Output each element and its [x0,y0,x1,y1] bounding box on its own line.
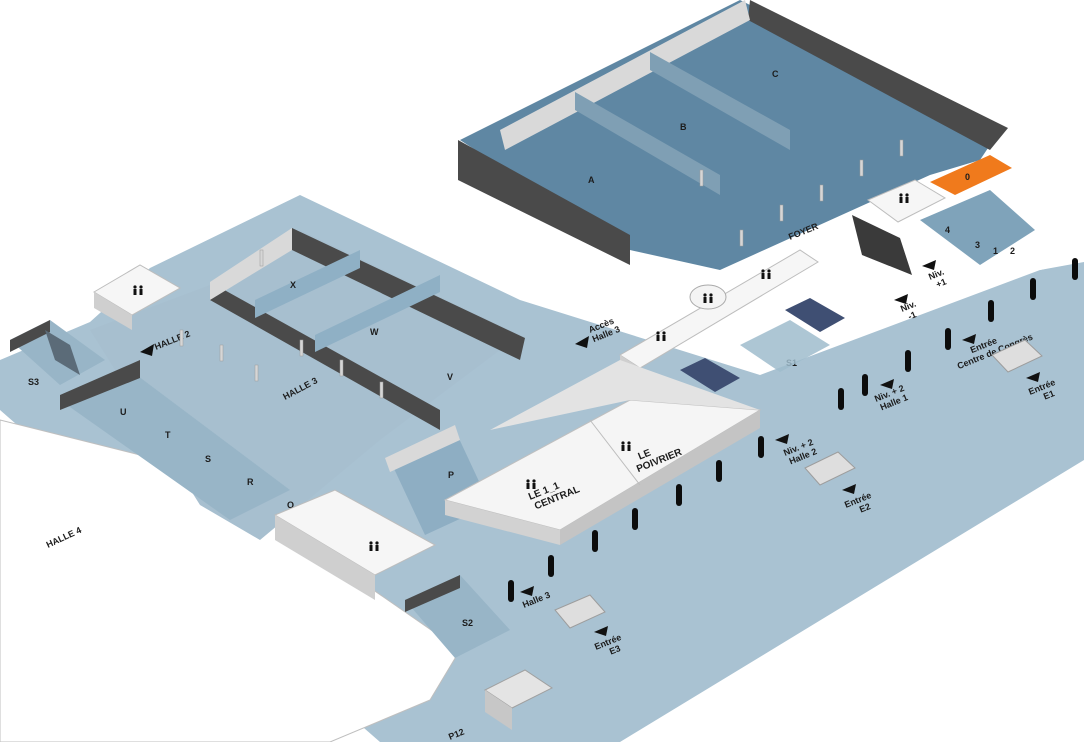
room-s2-label: S2 [462,618,473,628]
room-p-label: P [448,470,454,480]
room-q-label: Q [287,500,294,510]
entrance-e3-kiosk[interactable] [554,594,606,629]
halle2-arrow[interactable] [140,344,154,356]
room-3-label: 3 [975,240,980,250]
niv-plus1-arrow[interactable] [922,260,936,270]
s3-escalator[interactable] [45,330,80,375]
poivrier-restroom-icon [621,441,631,451]
room-2-label: 2 [1010,246,1015,256]
hall-posts [179,139,904,399]
entrance-e1-kiosk[interactable] [991,339,1043,373]
room-0-label: 0 [965,172,970,182]
room-x-label: X [290,280,296,290]
conference-outer-front [500,0,750,150]
room-a-label: A [588,175,595,185]
s2-wall [405,575,460,612]
room-t-label: T [165,430,171,440]
acces-halle3-arrow[interactable] [575,336,589,348]
room-b-label: B [680,122,687,132]
restroom-icon [703,293,713,303]
entree-e1-arrow[interactable] [1026,372,1040,382]
restaurant-divider [589,419,641,486]
xwv-left-wall [210,228,292,300]
restroom-icon [133,285,143,295]
entree-congres-arrow[interactable] [962,334,976,344]
room-u-label: U [120,407,127,417]
niv-minus1-label: Niv. -1 [899,298,924,323]
restaurant-side [560,410,760,545]
restaurant-front [445,500,560,545]
niv-plus1-label: Niv. +1 [927,266,952,291]
restroom-icon [369,541,379,551]
restroom-icon [656,331,666,341]
s1-glass [740,320,830,372]
halle2-restroom-side [94,292,132,330]
utsrq-back [60,360,140,410]
niv-minus1-arrow[interactable] [894,294,908,304]
room-w-label: W [370,327,379,337]
niv2-halle2-arrow[interactable] [775,434,789,444]
conference-left-wall [458,140,630,265]
room-p-wall [385,425,460,472]
restroom-kiosk [689,284,727,310]
room-0-highlight[interactable] [930,155,1012,195]
halle3-lower-arrow[interactable] [520,586,534,596]
restroom-icon [899,193,909,203]
p12-front [485,690,512,730]
niv2-halle1-arrow[interactable] [880,379,894,389]
entree-e3-arrow[interactable] [594,626,608,636]
divider-xw [255,250,360,318]
entrance-e2-kiosk[interactable] [804,451,856,486]
room-0-side [1012,150,1084,270]
room-r-label: R [247,477,254,487]
restaurant-roof-shadow [490,360,760,430]
room-1-label: 1 [993,246,998,256]
conference-floor [460,0,1000,270]
room-s3-label: S3 [28,377,39,387]
divider-wv [315,275,440,352]
conference-back-wall [748,0,1008,150]
divider-ab [575,92,720,195]
q-restroom-front [275,515,375,600]
room-4-label: 4 [945,225,950,235]
room-v-label: V [447,372,453,382]
central-restroom-icon [526,479,536,489]
room-s-label: S [205,454,211,464]
small-rooms-block [920,190,1035,265]
escalator-centre-1[interactable] [680,358,740,392]
foyer-stairs[interactable] [852,215,912,275]
s3-wall [10,320,50,352]
divider-bc [650,52,790,150]
entree-e2-arrow[interactable] [842,484,856,494]
pillar-row [508,258,1078,602]
restroom-icon [761,269,771,279]
room-c-label: C [772,69,779,79]
escalator-centre-2[interactable] [785,298,845,332]
utsrq-floor [60,370,290,520]
